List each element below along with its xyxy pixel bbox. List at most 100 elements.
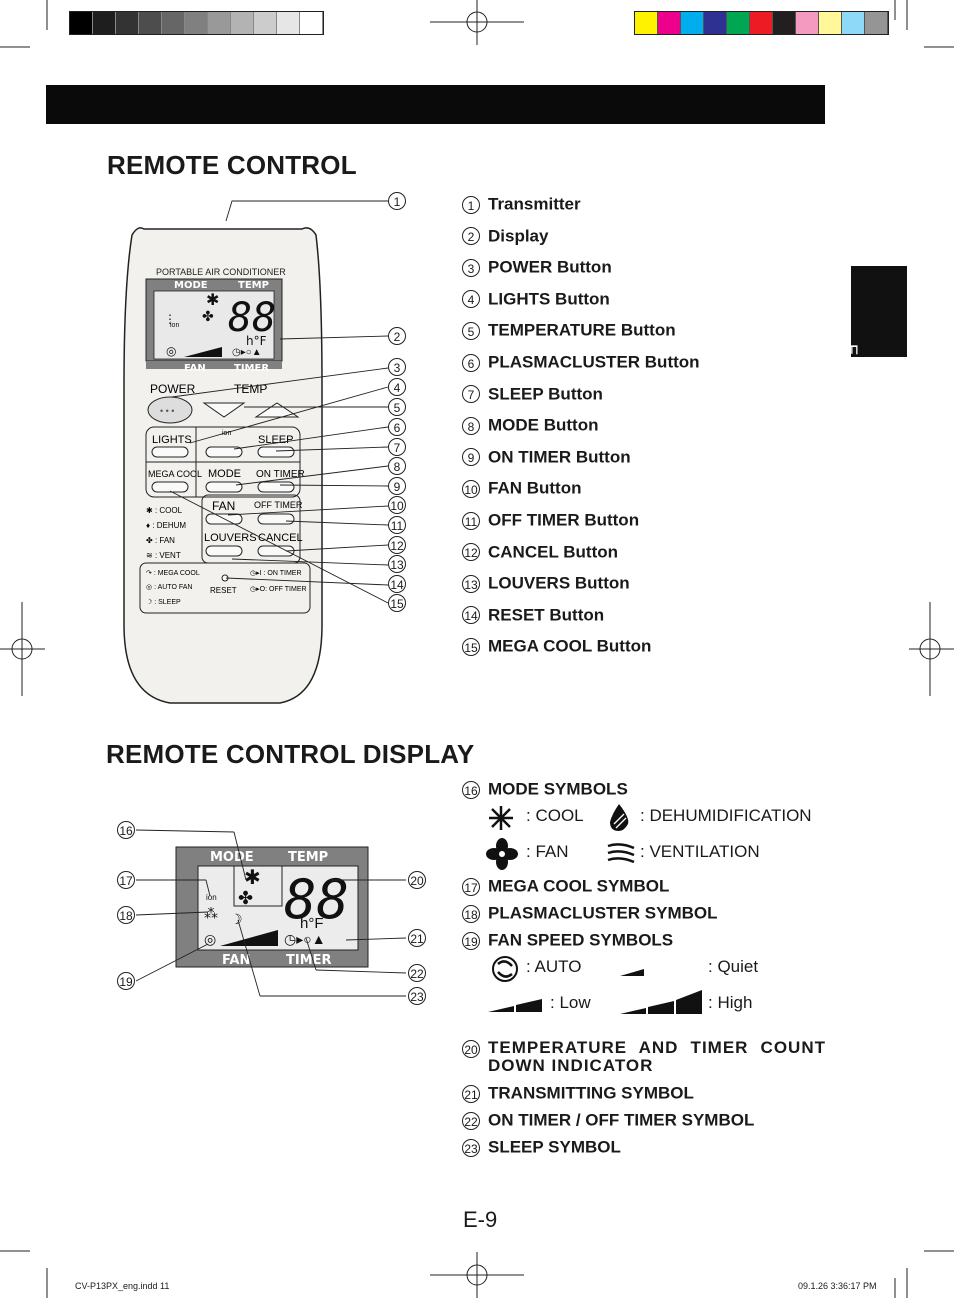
- display-fan-icon: ✤: [238, 888, 253, 908]
- remote-header-text: PORTABLE AIR CONDITIONER: [156, 267, 286, 277]
- legend-offtimer: ◷▸O: OFF TIMER: [250, 586, 307, 593]
- legend-fan: ✤ : FAN: [146, 536, 175, 545]
- list-label: MEGA COOL Button: [488, 636, 652, 656]
- list-number: 15: [462, 637, 480, 656]
- cancel-button[interactable]: [257, 545, 295, 557]
- cool-symbol-icon: [489, 806, 513, 830]
- list-number: 10: [462, 479, 480, 498]
- list-label: ON TIMER / OFF TIMER SYMBOL: [488, 1110, 755, 1130]
- svg-text:• • •: • • •: [160, 406, 174, 416]
- lcd-unit: h°F: [246, 334, 267, 348]
- header-bar: [46, 85, 825, 124]
- megacool-label: MEGA COOL: [148, 469, 202, 479]
- sleep-label: SLEEP: [258, 434, 293, 446]
- list-label: POWER Button: [488, 257, 612, 277]
- lcd-temp-label: TEMP: [238, 280, 269, 291]
- cool-symbol-label: : COOL: [526, 806, 584, 825]
- ontimer-button[interactable]: [257, 481, 295, 493]
- svg-text:◎: ◎: [166, 344, 176, 358]
- list-label: LOUVERS Button: [488, 573, 630, 593]
- louvers-label: LOUVERS: [204, 532, 257, 544]
- callout-10: 10: [388, 496, 406, 514]
- callout-8: 8: [388, 457, 406, 475]
- list-item-13: 13 LOUVERS Button: [462, 573, 630, 594]
- plasmacluster-button[interactable]: [205, 446, 243, 458]
- list-label: SLEEP Button: [488, 384, 603, 404]
- legend-cool: ✱ : COOL: [146, 506, 183, 515]
- list-number: 5: [462, 321, 480, 340]
- list-number: 6: [462, 353, 480, 372]
- lcd-mode-label: MODE: [174, 280, 208, 291]
- list-item-20: 20 TEMPERATURE AND TIMER COUNT DOWN INDI…: [462, 1039, 826, 1075]
- list-label: OFF TIMER Button: [488, 510, 640, 530]
- callout-2: 2: [388, 327, 406, 345]
- cool-icon: ✱: [206, 292, 219, 309]
- temp-btn-label: TEMP: [234, 382, 267, 396]
- color-bar: [634, 11, 889, 35]
- list-label: TEMPERATURE Button: [488, 320, 676, 340]
- callout-15: 15: [388, 594, 406, 612]
- callout-7: 7: [388, 438, 406, 456]
- remote-illustration: MODE TEMP FAN TIMER 88 h°F ✱ ✤ ion ⋮ ◎ ◷…: [123, 200, 389, 704]
- legend-ontimer: ◷▸I : ON TIMER: [250, 570, 302, 577]
- offtimer-button[interactable]: [257, 513, 295, 525]
- display-illustration: MODE TEMP FAN TIMER ✱ ✤ 88 h°F ion ⁂ ☽ ◎…: [135, 829, 407, 997]
- display-cool-icon: ✱: [244, 867, 261, 889]
- lights-button[interactable]: [151, 446, 189, 458]
- quiet-label: : Quiet: [708, 957, 759, 976]
- high-label: : High: [708, 993, 753, 1012]
- fan-btn-label: FAN: [212, 499, 235, 513]
- callout-12: 12: [388, 536, 406, 554]
- megacool-button[interactable]: [151, 481, 189, 493]
- list-label: MODE Button: [488, 415, 599, 435]
- list-item-5: 5 TEMPERATURE Button: [462, 320, 676, 341]
- display-callout-8: 23: [408, 987, 426, 1005]
- list-number: 20: [462, 1040, 480, 1058]
- display-timer-label: TIMER: [286, 953, 332, 968]
- vent-symbol-label: : VENTILATION: [640, 842, 760, 861]
- legend-vent: ≋ : VENT: [146, 551, 181, 560]
- list-number: 23: [462, 1138, 480, 1157]
- list-label: ON TIMER Button: [488, 447, 631, 467]
- mode-button[interactable]: [205, 481, 243, 493]
- sleep-button[interactable]: [257, 446, 295, 458]
- temp-up-button[interactable]: [254, 402, 300, 418]
- legend-sleep: ☽ : SLEEP: [146, 598, 181, 606]
- list-item-15: 15 MEGA COOL Button: [462, 636, 651, 657]
- quiet-bar-icon: [620, 969, 644, 976]
- list-number: 4: [462, 290, 480, 309]
- power-button[interactable]: [147, 396, 193, 424]
- list-number: 13: [462, 574, 480, 593]
- list-number: 22: [462, 1111, 480, 1130]
- display-digits: 88: [284, 868, 349, 931]
- callout-6: 6: [388, 418, 406, 436]
- list-label: RESET Button: [488, 605, 605, 625]
- callout-1: 1: [388, 192, 406, 210]
- temp-down-button[interactable]: [202, 402, 246, 418]
- list-number: 8: [462, 416, 480, 435]
- low-label: : Low: [550, 993, 591, 1012]
- louvers-button[interactable]: [205, 545, 243, 557]
- list-number: 21: [462, 1084, 480, 1103]
- display-callout-4: 19: [117, 972, 135, 990]
- callout-13: 13: [388, 555, 406, 573]
- page-number: E-9: [463, 1207, 498, 1232]
- display-temp-label: TEMP: [288, 850, 328, 865]
- list-item-8: 8 MODE Button: [462, 415, 598, 436]
- callout-4: 4: [388, 378, 406, 396]
- grayscale-bar: [69, 11, 324, 35]
- footer-file: CV-P13PX_eng.indd 11: [75, 1281, 170, 1291]
- display-fanspeed-bars: [220, 930, 278, 946]
